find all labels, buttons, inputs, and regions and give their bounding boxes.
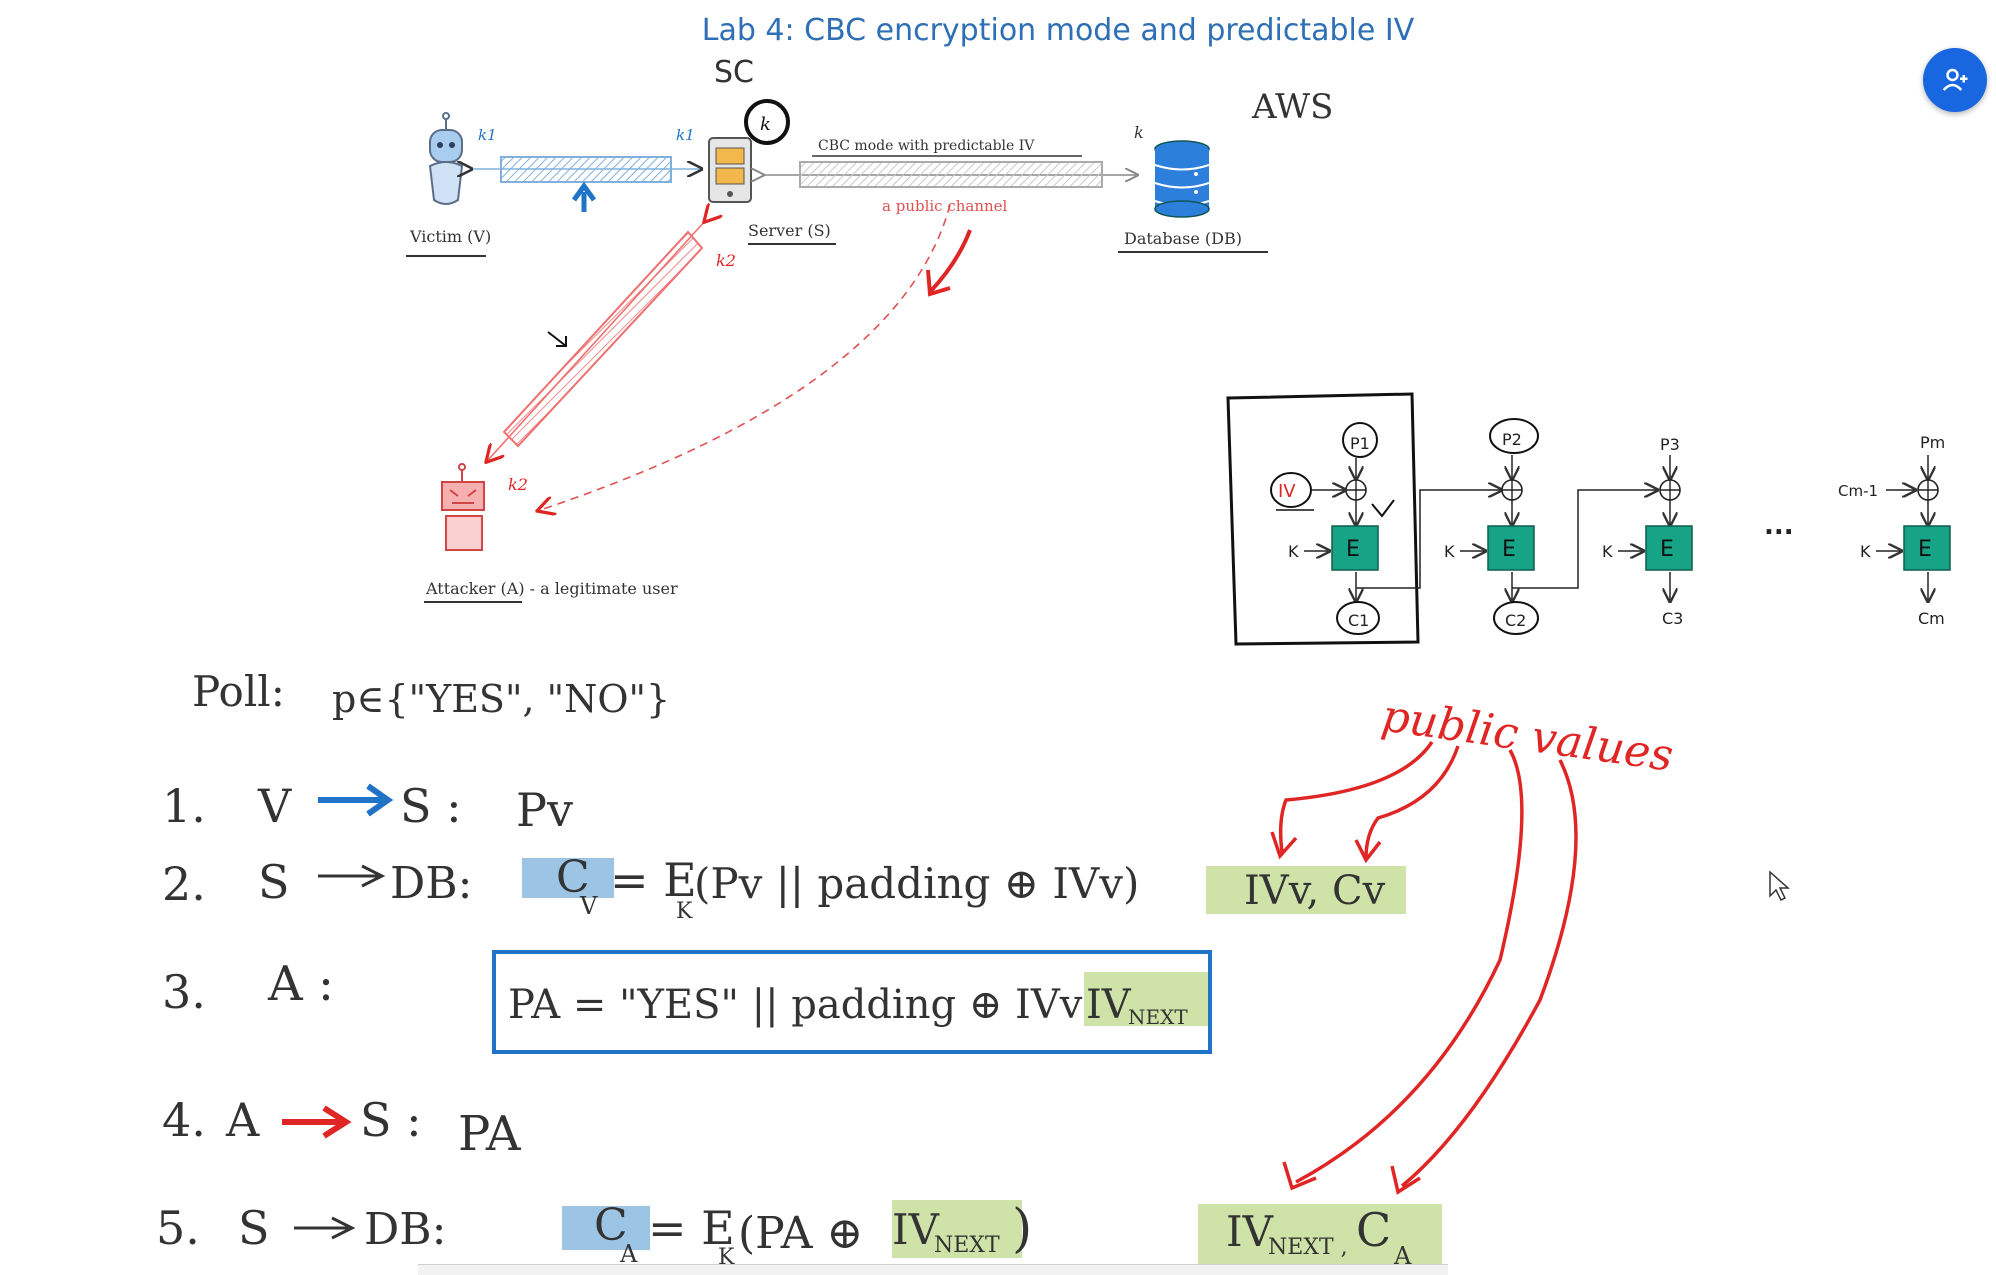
svg-text:P2: P2 (1502, 430, 1522, 449)
attacker-server-channel: k2 (488, 220, 736, 460)
attacker-label: Attacker (A) - a legitimate user (425, 579, 678, 598)
person-add-button[interactable] (1923, 48, 1987, 112)
svg-text:E: E (1918, 537, 1932, 562)
svg-text:): ) (1012, 1199, 1032, 1259)
person-add-icon (1942, 68, 1968, 91)
svg-text:K: K (1288, 542, 1299, 561)
lab-title: Lab 4: CBC encryption mode and predictab… (702, 13, 1415, 48)
k1-left: k1 (478, 126, 497, 144)
svg-text:E: E (1346, 537, 1360, 562)
poll-label: Poll: (192, 667, 285, 716)
cbc-iv: IV (1278, 481, 1296, 502)
svg-text:K: K (1860, 542, 1871, 561)
svg-text:C2: C2 (1505, 611, 1526, 630)
phone-server-icon (708, 137, 752, 203)
svg-text:C3: C3 (1662, 609, 1683, 628)
victim-server-channel: k1 k1 (470, 126, 700, 212)
victim-label: Victim (V) (409, 227, 491, 246)
svg-text:C: C (1356, 1203, 1391, 1257)
svg-text:K: K (1602, 542, 1613, 561)
svg-text:Pv: Pv (516, 783, 573, 837)
step3-formula: PA = "YES" || padding ⊕ IVv ⊕ (508, 982, 1129, 1028)
server-db-channel: CBC mode with predictable IV a public ch… (762, 123, 1144, 215)
svg-text:(PA ⊕: (PA ⊕ (738, 1208, 863, 1259)
svg-text:K: K (676, 899, 693, 924)
svg-text:= E: = E (610, 853, 697, 907)
cloud-note: AWS (1251, 87, 1333, 127)
k1-right: k1 (676, 126, 695, 144)
database-icon (1154, 140, 1210, 218)
svg-text:NEXT: NEXT (934, 1233, 1000, 1258)
svg-text:1.: 1. (162, 779, 206, 833)
svg-text:PA: PA (458, 1106, 522, 1162)
svg-text:P3: P3 (1660, 435, 1680, 454)
robot-icon (428, 112, 464, 205)
svg-text:K: K (1444, 542, 1455, 561)
svg-text:C: C (594, 1200, 628, 1251)
ca-highlight (562, 1206, 650, 1250)
step2-public: IVv, Cv (1244, 868, 1386, 914)
svg-text:2.: 2. (162, 857, 206, 911)
ivnext-ca-highlight (1198, 1204, 1442, 1266)
channel-bottom-label: a public channel (882, 197, 1008, 215)
svg-text:A: A (225, 1093, 260, 1147)
svg-text:S :: S : (400, 779, 462, 833)
svg-text:Pm: Pm (1920, 433, 1945, 452)
step2-argument: (Pv || padding ⊕ IVv) (694, 859, 1139, 908)
poll-set: p∈{"YES", "NO"} (332, 677, 670, 721)
k-db: k (1134, 123, 1144, 142)
public-values-arrows (1270, 741, 1578, 1195)
k2-lower: k2 (508, 475, 528, 494)
svg-text:= E: = E (648, 1201, 735, 1255)
ivv-cv-highlight (1206, 866, 1406, 914)
iv-next-highlight (1084, 972, 1208, 1026)
database-label: Database (DB) (1124, 229, 1242, 248)
mouse-cursor-icon (1769, 870, 1790, 902)
attack-formula-box (492, 950, 1212, 1054)
svg-text:V: V (579, 892, 598, 920)
svg-text:K: K (718, 1245, 735, 1270)
server-label: Server (S) (748, 221, 831, 240)
svg-text:Cm-1: Cm-1 (1838, 482, 1878, 500)
channel-top-label: CBC mode with predictable IV (818, 138, 1035, 154)
public-channel-leak (540, 204, 972, 510)
cbc-ellipsis: ... (1764, 511, 1794, 541)
svg-text:k: k (760, 114, 771, 135)
cbc-diagram: P1 IV E K C1 P2 E K C2 P3 (1226, 392, 1951, 646)
svg-text:5.: 5. (156, 1201, 200, 1255)
cv-highlight (522, 858, 614, 898)
svg-text:C: C (556, 852, 590, 903)
svg-text:NEXT ,: NEXT , (1268, 1235, 1348, 1260)
svg-text:A :: A : (267, 956, 334, 1012)
svg-text:DB:: DB: (390, 858, 472, 909)
svg-text:E: E (1660, 537, 1674, 562)
svg-text:E: E (1502, 537, 1516, 562)
attacker-robot-icon (441, 463, 485, 551)
clock-circle: k (744, 99, 790, 145)
iv-next-highlight-2 (892, 1200, 1022, 1258)
svg-text:DB:: DB: (364, 1204, 446, 1255)
svg-text:3.: 3. (162, 965, 206, 1019)
svg-text:S: S (258, 855, 290, 909)
svg-text:P1: P1 (1350, 434, 1370, 453)
public-values-label: public values (1378, 690, 1676, 781)
svg-text:IV: IV (1226, 1207, 1274, 1256)
svg-text:IV: IV (892, 1205, 940, 1254)
svg-text:S: S (238, 1201, 270, 1255)
k2-upper: k2 (716, 251, 736, 270)
svg-text:4.: 4. (162, 1093, 206, 1147)
bottom-toolbar[interactable] (418, 1264, 1448, 1275)
svg-text:A: A (1393, 1242, 1412, 1270)
top-note: SC (714, 55, 754, 90)
svg-text:NEXT: NEXT (1128, 1005, 1188, 1029)
svg-text:V: V (257, 779, 292, 833)
svg-text:C1: C1 (1348, 611, 1369, 630)
svg-text:Cm: Cm (1918, 609, 1945, 628)
svg-text:S :: S : (360, 1093, 422, 1147)
svg-text:IV: IV (1086, 982, 1132, 1028)
svg-text:A: A (619, 1240, 638, 1268)
